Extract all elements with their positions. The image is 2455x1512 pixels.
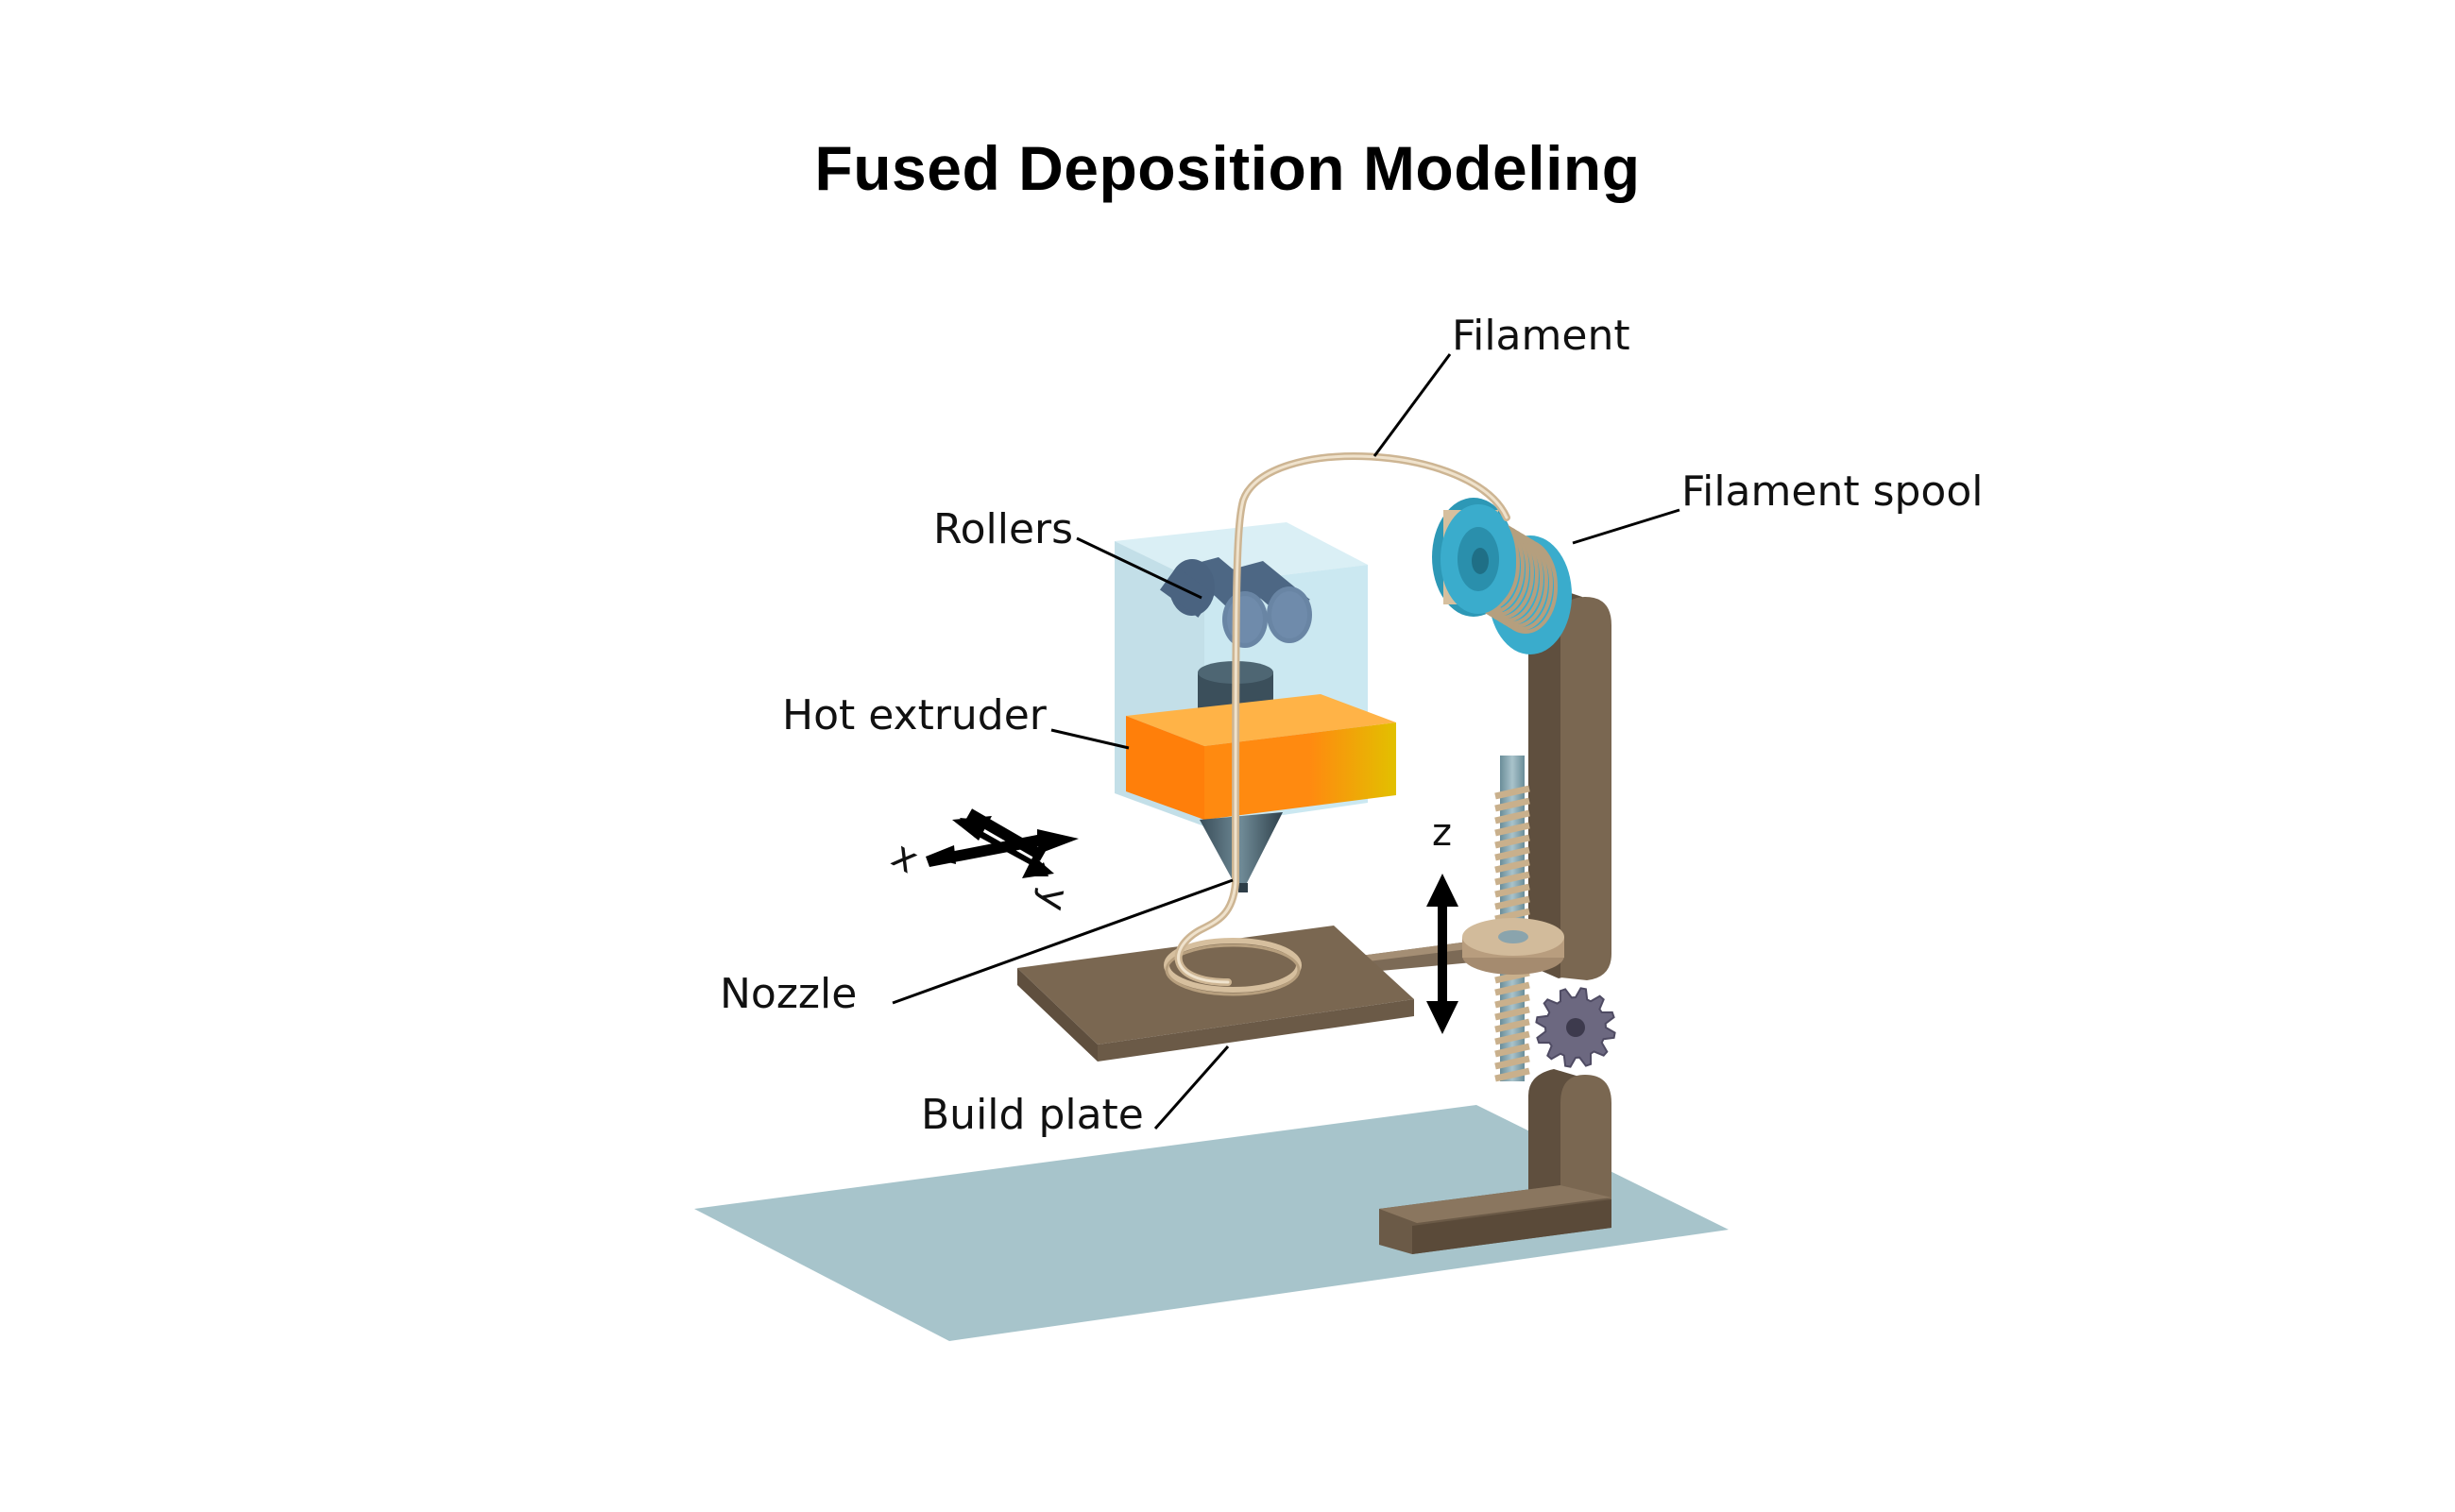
y-axis-label: y: [1031, 885, 1077, 914]
label-build-plate: Build plate: [921, 1091, 1144, 1139]
z-axis-label: z: [1432, 811, 1452, 855]
filament-leader: [1372, 353, 1452, 457]
filament-spool: [1432, 498, 1572, 654]
label-filament-spool: Filament spool: [1681, 467, 1984, 516]
hot-extruder-block: [1126, 694, 1396, 820]
frame-lower-arm: [1379, 1069, 1611, 1254]
label-filament: Filament: [1452, 312, 1630, 360]
xy-motion-arrows: [926, 808, 1079, 878]
floor-plane: [694, 1105, 1729, 1341]
frame-upper-arm: [1528, 587, 1611, 980]
z-motion-arrow: [1426, 874, 1458, 1034]
drive-gear: [1535, 987, 1616, 1068]
diagram-title: Fused Deposition Modeling: [814, 133, 1641, 203]
hot-extruder-leader: [1050, 728, 1130, 750]
x-axis-label: x: [884, 833, 926, 882]
nozzle: [1200, 812, 1283, 892]
nozzle-leader: [892, 878, 1234, 1005]
screw-nut: [1462, 918, 1564, 975]
rollers-leader: [1076, 536, 1202, 600]
spool-leader: [1572, 508, 1680, 545]
label-hot-extruder: Hot extruder: [782, 691, 1048, 739]
build-plate-leader: [1153, 1045, 1230, 1130]
label-rollers: Rollers: [933, 505, 1073, 553]
printed-layers: [1164, 938, 1302, 996]
label-nozzle: Nozzle: [720, 970, 857, 1018]
